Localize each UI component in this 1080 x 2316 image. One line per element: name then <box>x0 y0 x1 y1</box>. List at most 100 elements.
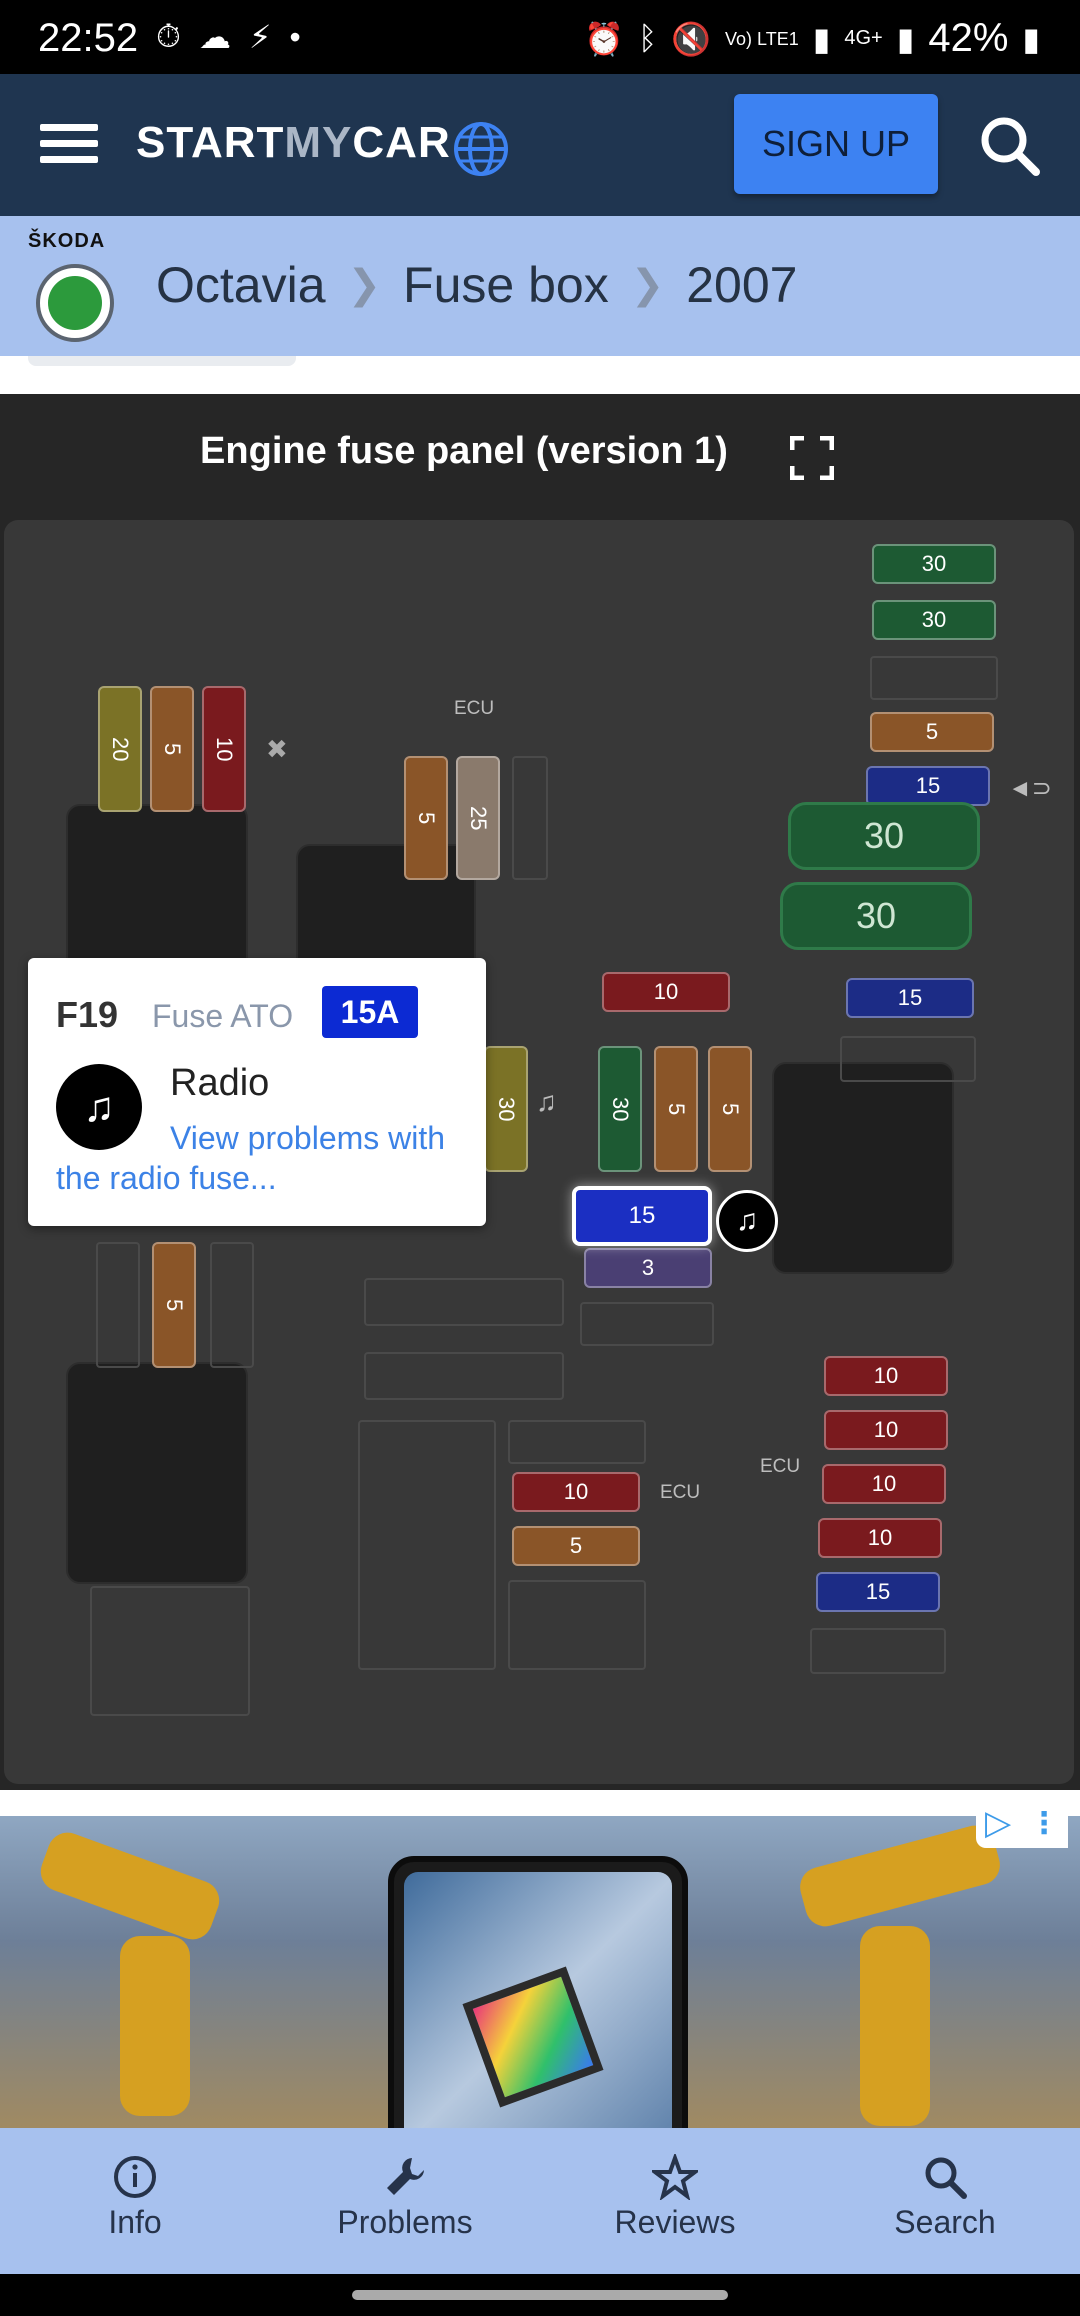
fuse[interactable]: 25 <box>456 756 500 880</box>
fuse[interactable]: 3 <box>584 1248 712 1288</box>
fuse[interactable]: 30 <box>872 544 996 584</box>
chevron-right-icon: ❯ <box>630 263 665 307</box>
fuse[interactable]: 5 <box>404 756 448 880</box>
star-icon <box>652 2154 698 2200</box>
fuse[interactable]: 5 <box>152 1242 196 1368</box>
fullscreen-icon[interactable] <box>790 436 834 480</box>
fuse[interactable]: 5 <box>654 1046 698 1172</box>
nav-search-label: Search <box>894 2204 996 2240</box>
empty-slot <box>358 1420 496 1670</box>
mute-icon: 🔇 <box>671 20 712 57</box>
chevron-right-icon: ❯ <box>347 263 382 307</box>
relay <box>66 1362 248 1584</box>
empty-slot <box>512 756 548 880</box>
ecu-label: ECU <box>760 1456 801 1477</box>
logo-start: START <box>136 118 285 167</box>
ad-image[interactable] <box>0 1816 1080 2128</box>
empty-slot <box>508 1580 646 1670</box>
globe-icon[interactable] <box>452 120 510 178</box>
fuse[interactable]: 30 <box>484 1046 528 1172</box>
weather-icon: ⚡ <box>248 19 272 55</box>
crumb-year[interactable]: 2007 <box>686 257 798 313</box>
logo-car: CAR <box>352 118 451 167</box>
timer-icon: ⏱ <box>156 18 181 54</box>
fuse[interactable]: 20 <box>98 686 142 812</box>
fuse[interactable]: 15 <box>866 766 990 806</box>
breadcrumb-bar: ŠKODA Octavia ❯ Fuse box ❯ 2007 <box>0 216 1080 356</box>
status-left-icons: ⏱ ☁ ⚡ • <box>156 18 301 56</box>
volte-icon: Vo) LTE1 <box>725 28 799 49</box>
breadcrumb: Octavia ❯ Fuse box ❯ 2007 <box>156 256 797 314</box>
more-vert-icon[interactable]: ⋮ <box>1029 1806 1060 1840</box>
fuse[interactable]: 15 <box>816 1572 940 1612</box>
fuse[interactable]: 30 <box>598 1046 642 1172</box>
fuse[interactable]: 10 <box>824 1356 948 1396</box>
phone-graphic <box>388 1856 688 2128</box>
fuse[interactable]: 10 <box>818 1518 942 1558</box>
crumb-model[interactable]: Octavia <box>156 257 326 313</box>
empty-slot <box>90 1586 250 1716</box>
nav-problems-label: Problems <box>337 2204 473 2240</box>
fuse[interactable]: 10 <box>512 1472 640 1512</box>
advertisement[interactable]: ▷ ⋮ <box>0 1790 1080 2128</box>
horn-icon: ◄⊃ <box>1008 775 1052 802</box>
nav-info[interactable]: Info <box>0 2128 270 2274</box>
maxi-fuse[interactable]: 30 <box>780 882 972 950</box>
bluetooth-icon: ᛒ <box>637 20 658 56</box>
fuse-function: Radio <box>170 1062 270 1104</box>
relay <box>772 1062 954 1274</box>
skoda-logo[interactable] <box>36 264 114 342</box>
ecu-label: ECU <box>454 698 495 719</box>
radio-icon: ♫ <box>536 1086 557 1117</box>
ecu-label: ECU <box>660 1482 701 1503</box>
signal-icon: ▮ <box>812 20 831 57</box>
maxi-fuse[interactable]: 30 <box>788 802 980 870</box>
alarm-icon: ⏰ <box>584 20 624 57</box>
app-header: STARTMYCAR SIGN UP <box>0 74 1080 216</box>
dot-icon: • <box>289 18 301 55</box>
adchoices-icon[interactable]: ▷ <box>984 1804 1012 1842</box>
fuse[interactable]: 5 <box>870 712 994 752</box>
fuse[interactable]: 5 <box>512 1526 640 1566</box>
signal-icon-2: ▮ <box>896 20 915 57</box>
content-strip <box>0 356 1080 394</box>
fuse[interactable]: 10 <box>202 686 246 812</box>
fuse-board: 20 5 10 ✖ ECU 5 25 30 30 5 15 ◄⊃ 30 30 1… <box>4 520 1074 1784</box>
fan-icon: ✖ <box>266 734 288 764</box>
ad-choices[interactable]: ▷ ⋮ <box>976 1798 1068 1848</box>
empty-slot <box>508 1420 646 1464</box>
empty-slot <box>580 1302 714 1346</box>
site-logo[interactable]: STARTMYCAR <box>136 118 451 168</box>
nav-search[interactable]: Search <box>810 2128 1080 2274</box>
fuse-type: Fuse ATO <box>152 998 294 1034</box>
fuse[interactable]: 15 <box>846 978 974 1018</box>
battery-percent: 42% <box>928 16 1009 60</box>
fuse[interactable]: 5 <box>150 686 194 812</box>
status-right-icons: ⏰ ᛒ 🔇 Vo) LTE1 ▮ 4G+ ▮ 42% ▮ <box>584 16 1040 61</box>
empty-slot <box>840 1036 976 1082</box>
nav-reviews[interactable]: Reviews <box>540 2128 810 2274</box>
menu-icon[interactable] <box>40 124 98 164</box>
fuse[interactable]: 10 <box>824 1410 948 1450</box>
highlighted-fuse[interactable]: 15 <box>572 1186 712 1246</box>
radio-icon[interactable]: ♫ <box>716 1190 778 1252</box>
search-icon[interactable] <box>978 114 1042 178</box>
fuse[interactable]: 5 <box>708 1046 752 1172</box>
nav-problems[interactable]: Problems <box>270 2128 540 2274</box>
amperage-badge: 15A <box>322 986 418 1038</box>
gesture-bar <box>0 2274 1080 2316</box>
empty-slot <box>870 656 998 700</box>
fuse-id: F19 <box>56 994 119 1035</box>
empty-slot <box>210 1242 254 1368</box>
crumb-section[interactable]: Fuse box <box>403 257 609 313</box>
fuse[interactable]: 10 <box>822 1464 946 1504</box>
fuse[interactable]: 10 <box>602 972 730 1012</box>
fuse-panel: Engine fuse panel (version 1) 20 5 10 ✖ … <box>0 394 1080 1790</box>
radio-icon: ♫ <box>56 1064 142 1150</box>
panel-title: Engine fuse panel (version 1) <box>200 430 728 472</box>
fuse[interactable]: 30 <box>872 600 996 640</box>
view-problems-link[interactable]: View problems with the radio fuse... <box>56 1120 446 1196</box>
sign-up-button[interactable]: SIGN UP <box>734 94 938 194</box>
empty-slot <box>96 1242 140 1368</box>
status-bar: 22:52 ⏱ ☁ ⚡ • ⏰ ᛒ 🔇 Vo) LTE1 ▮ 4G+ ▮ 42%… <box>0 0 1080 74</box>
